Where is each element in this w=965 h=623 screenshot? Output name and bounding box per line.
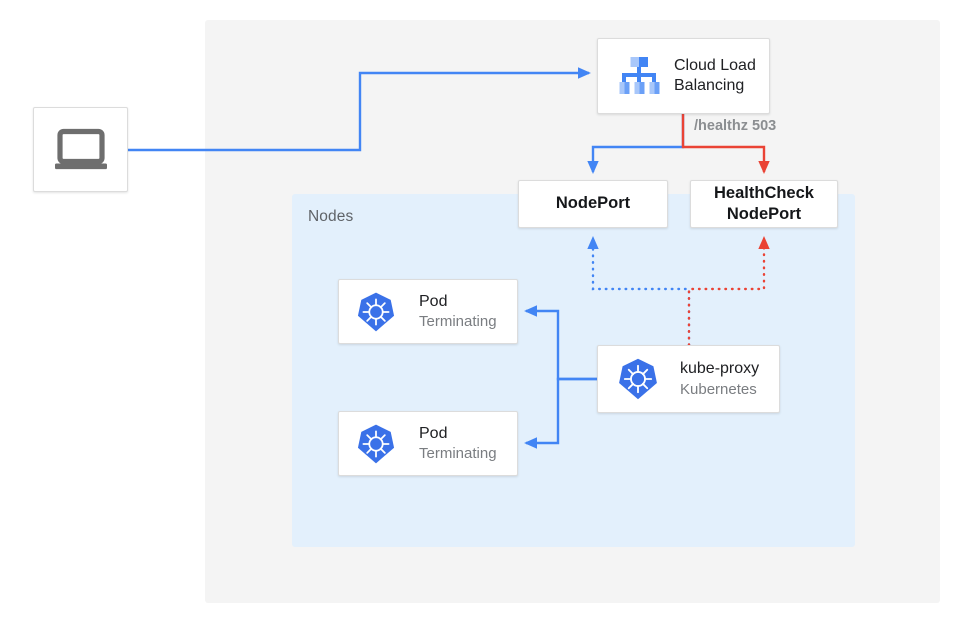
kube-proxy-node[interactable]: kube-proxy Kubernetes <box>597 345 780 413</box>
kubernetes-icon <box>353 291 399 333</box>
nodes-panel-label: Nodes <box>308 208 354 225</box>
kube-proxy-title: kube-proxy <box>680 360 760 378</box>
client-node[interactable] <box>33 107 128 192</box>
kube-proxy-subtitle: Kubernetes <box>680 380 757 398</box>
cloud-load-balancing-icon <box>612 55 666 97</box>
cloud-load-balancing-label: Cloud Load Balancing <box>674 56 756 97</box>
pod-node-1-status: Terminating <box>419 313 497 331</box>
pod-node-1-title: Pod <box>419 292 448 310</box>
healthz-edge-label: /healthz 503 <box>694 118 777 134</box>
nodeport-label: NodePort <box>555 194 631 213</box>
cloud-load-balancing-title-line2: Balancing <box>674 77 745 94</box>
nodeport-node[interactable]: NodePort <box>518 180 668 228</box>
kubernetes-icon <box>353 423 399 465</box>
healthcheck-nodeport-label-line1: HealthCheck <box>714 183 814 202</box>
pod-node-2-status: Terminating <box>419 445 497 463</box>
pod-node-2-title: Pod <box>419 424 448 442</box>
healthcheck-nodeport-label-line2: NodePort <box>726 205 802 223</box>
pod-node-2[interactable]: Pod Terminating <box>338 411 518 476</box>
pod-node-1[interactable]: Pod Terminating <box>338 279 518 344</box>
healthcheck-nodeport-node[interactable]: HealthCheck NodePort <box>690 180 838 228</box>
cloud-load-balancing-title-line1: Cloud Load <box>674 56 756 74</box>
cloud-load-balancing-node[interactable]: Cloud Load Balancing <box>597 38 770 114</box>
pod-node-1-label: Pod Terminating <box>419 292 497 332</box>
laptop-icon <box>53 128 109 172</box>
kubernetes-icon <box>614 357 662 401</box>
kube-proxy-label: kube-proxy Kubernetes <box>680 359 759 399</box>
pod-node-2-label: Pod Terminating <box>419 424 497 464</box>
